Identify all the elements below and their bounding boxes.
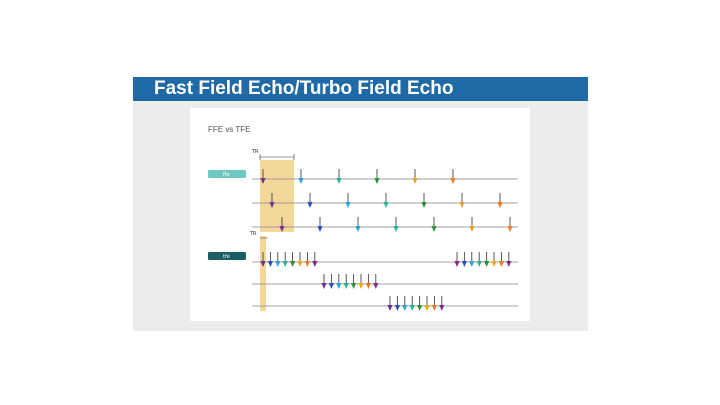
- tfe-row-3-pulse: [431, 296, 437, 311]
- ffe-row-2-pulse: [345, 193, 351, 208]
- pulse-sequence-diagram: TR ffe tfe TR: [208, 149, 518, 311]
- tfe-row-2-pulse: [321, 274, 327, 289]
- ffe-row-3-pulse: [279, 217, 285, 232]
- ffe-row-2-pulse: [307, 193, 313, 208]
- tfe-row-1-pulse: [267, 252, 273, 267]
- tfe-tag: [208, 252, 246, 260]
- tfe-row-3-pulse: [402, 296, 408, 311]
- tr-label: TR: [251, 149, 259, 155]
- tfe-tr-label: TR: [249, 231, 257, 237]
- ffe-row-2-pulse: [459, 193, 465, 208]
- tfe-row-2-pulse: [328, 274, 334, 289]
- tfe-row-1-pulse: [304, 252, 310, 267]
- rf-pulse-group: [260, 169, 513, 311]
- tfe-row-1-pulse: [275, 252, 281, 267]
- ffe-row-1-pulse: [450, 169, 456, 184]
- tfe-row-1-pulse: [506, 252, 512, 267]
- ffe-row-1-pulse: [412, 169, 418, 184]
- ffe-row-2-pulse: [497, 193, 503, 208]
- tfe-row-1-pulse: [290, 252, 296, 267]
- tfe-row-3-pulse: [439, 296, 445, 311]
- tfe-row-1-pulse: [312, 252, 318, 267]
- slide-title-banner: Fast Field Echo/Turbo Field Echo: [133, 77, 588, 101]
- tfe-row-1-pulse: [491, 252, 497, 267]
- tfe-row-2-pulse: [336, 274, 342, 289]
- tfe-row-1-pulse: [476, 252, 482, 267]
- tfe-row-2-pulse: [358, 274, 364, 289]
- ffe-row-3-pulse: [469, 217, 475, 232]
- ffe-row-3-pulse: [393, 217, 399, 232]
- tfe-row-3-pulse: [424, 296, 430, 311]
- tfe-row-2-pulse: [373, 274, 379, 289]
- tfe-row-3-pulse: [387, 296, 393, 311]
- tfe-row-1-pulse: [469, 252, 475, 267]
- ffe-tag: [208, 170, 246, 178]
- ffe-row-1-pulse: [374, 169, 380, 184]
- tfe-tag-label: tfe: [223, 254, 230, 260]
- tfe-tr-band: [260, 236, 266, 311]
- tfe-row-1-pulse: [498, 252, 504, 267]
- slide-title: Fast Field Echo/Turbo Field Echo: [154, 78, 454, 99]
- ffe-row-3-pulse: [355, 217, 361, 232]
- ffe-row-1-pulse: [298, 169, 304, 184]
- tfe-row-2-pulse: [343, 274, 349, 289]
- tfe-row-1-pulse: [484, 252, 490, 267]
- ffe-row-2-pulse: [383, 193, 389, 208]
- ffe-tr-band: [260, 160, 294, 232]
- ffe-row-2-pulse: [269, 193, 275, 208]
- ffe-row-3-pulse: [507, 217, 513, 232]
- ffe-row-1-pulse: [336, 169, 342, 184]
- tfe-row-2-pulse: [351, 274, 357, 289]
- ffe-row-3-pulse: [431, 217, 437, 232]
- tfe-row-1-pulse: [282, 252, 288, 267]
- ffe-tag-label: ffe: [223, 172, 230, 178]
- tfe-row-3-pulse: [394, 296, 400, 311]
- tfe-row-3-pulse: [409, 296, 415, 311]
- tfe-row-2-pulse: [365, 274, 371, 289]
- ffe-row-3-pulse: [317, 217, 323, 232]
- tfe-row-1-pulse: [461, 252, 467, 267]
- tfe-row-1-pulse: [260, 252, 266, 267]
- tfe-row-3-pulse: [417, 296, 423, 311]
- tfe-row-1-pulse: [297, 252, 303, 267]
- ffe-row-1-pulse: [260, 169, 266, 184]
- diagram-panel: FFE vs TFE TR ffe tfe TR: [190, 108, 530, 321]
- tfe-row-1-pulse: [454, 252, 460, 267]
- ffe-row-2-pulse: [421, 193, 427, 208]
- diagram-title: FFE vs TFE: [208, 125, 251, 134]
